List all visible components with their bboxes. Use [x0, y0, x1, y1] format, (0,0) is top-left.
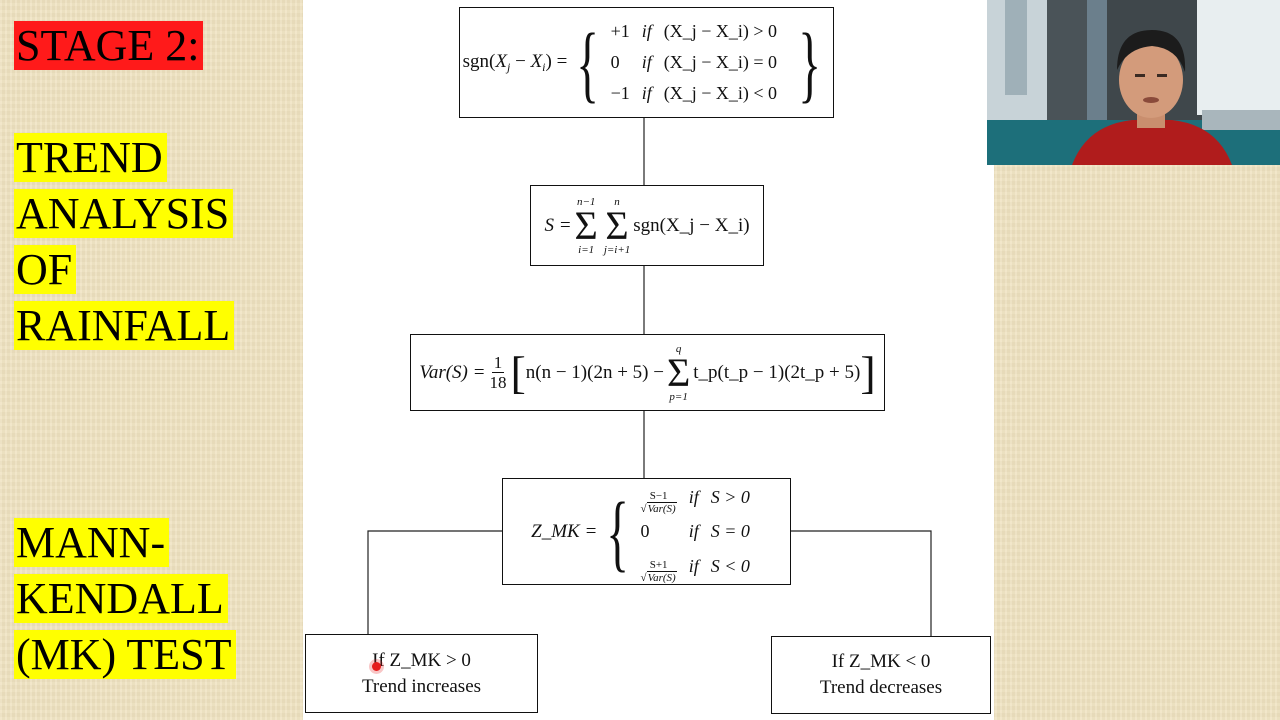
- variance-box: Var(S) = 1 18 [ n(n − 1)(2n + 5) − q Σ p…: [410, 334, 885, 411]
- sum-symbol: n Σ j=i+1: [603, 195, 631, 256]
- connector-lines: [367, 118, 932, 636]
- sum-symbol: n−1 Σ i=1: [574, 195, 598, 256]
- increase-condition: If Z_MK > 0: [372, 649, 471, 671]
- zmk-cases: S−1√Var(S) if S > 0 0 if S = 0 S+1√Var(S…: [640, 486, 750, 584]
- title-line-3: OF: [14, 242, 77, 298]
- trend-increases-box: If Z_MK > 0 Trend increases: [305, 634, 538, 713]
- sgn-equation: sgn(Xj − Xi) =: [462, 50, 568, 74]
- test-line-3: (MK) TEST: [14, 627, 236, 683]
- test-line-1: MANN-: [14, 515, 170, 571]
- title-line-2: ANALYSIS: [14, 186, 234, 242]
- webcam-feed: [987, 0, 1280, 165]
- decrease-condition: If Z_MK < 0: [831, 651, 931, 672]
- title-line-4: RAINFALL: [14, 298, 235, 354]
- s-statistic-box: S = n−1 Σ i=1 n Σ j=i+1 sgn(X_j − X_i): [530, 185, 764, 266]
- title-line-1: TREND: [14, 130, 167, 186]
- presenter-video: [987, 0, 1280, 165]
- decrease-result: Trend decreases: [819, 677, 943, 698]
- variance-fraction: 1 18: [489, 353, 507, 392]
- test-line-2: KENDALL: [14, 571, 228, 627]
- sum-symbol: q Σ p=1: [666, 342, 691, 403]
- stage-heading: STAGE 2:: [14, 18, 204, 74]
- laser-pointer-cursor: [372, 662, 381, 671]
- zmk-box: Z_MK = { S−1√Var(S) if S > 0 0 if S = 0 …: [502, 478, 791, 585]
- increase-result: Trend increases: [361, 675, 482, 697]
- trend-decreases-box: If Z_MK < 0 Trend decreases: [771, 636, 991, 714]
